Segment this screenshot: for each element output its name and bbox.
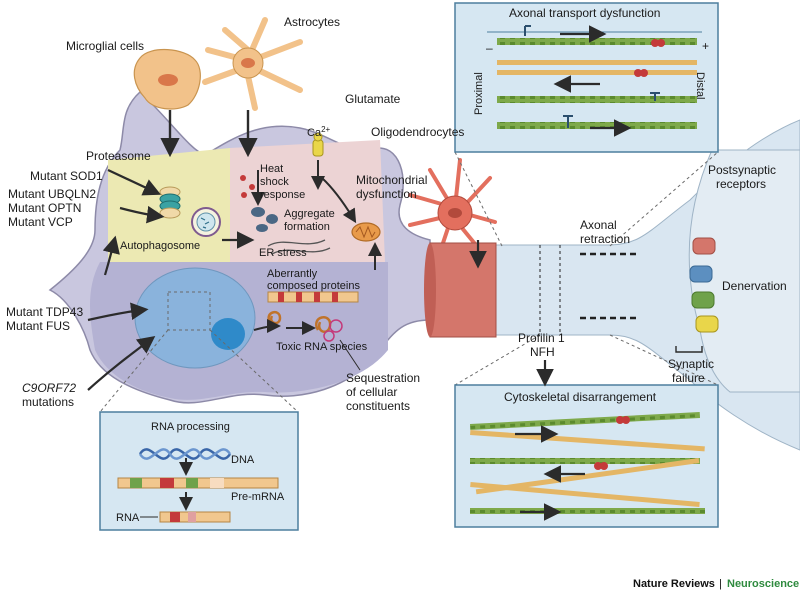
aggregate-icons [251, 207, 278, 232]
label-nfh: NFH [530, 345, 555, 359]
label-oligodendrocytes: Oligodendrocytes [371, 125, 464, 139]
zoom-line-6 [209, 329, 299, 413]
label-denervation: Denervation [722, 279, 787, 293]
label-mutant-optn: Mutant OPTN [8, 201, 81, 215]
label-toxic-rna: Toxic RNA species [276, 341, 368, 353]
label-rna-processing: RNA processing [151, 421, 230, 433]
label-rna: RNA [116, 512, 140, 524]
label-c9orf72: C9ORF72 [22, 381, 76, 395]
label-er-stress: ER stress [259, 247, 307, 259]
label-mutant-fus: Mutant FUS [6, 319, 70, 333]
credit-journal: Nature Reviews [633, 578, 715, 590]
c9orf72-arrow [87, 336, 156, 391]
label-c9-mutations: mutations [22, 395, 74, 409]
label-constituents: constituents [346, 399, 410, 413]
label-astrocytes: Astrocytes [284, 15, 340, 29]
label-retraction: retraction [580, 232, 630, 246]
label-minus: – [486, 41, 493, 55]
calcium-text: Ca [307, 127, 322, 139]
synaptic-failure-bracket [675, 346, 703, 353]
autophagosome-icon [191, 207, 221, 237]
label-dna: DNA [231, 454, 255, 466]
label-mutant-vcp: Mutant VCP [8, 215, 73, 229]
ubqln2-arrow [119, 205, 165, 224]
tdp43-up-arrow [102, 235, 120, 276]
label-heat: Heat [260, 163, 283, 175]
label-failure: failure [672, 371, 705, 385]
toxic-rna-icon [267, 310, 343, 342]
label-axonal-transport: Axonal transport dysfunction [509, 6, 660, 20]
astrocyte-cell [202, 17, 303, 111]
retraction-dashes [580, 252, 640, 320]
zoom-line-4 [609, 334, 719, 386]
label-composed-proteins: composed proteins [267, 280, 360, 292]
label-autophagosome: Autophagosome [120, 240, 200, 252]
label-aggregate: Aggregate [284, 208, 335, 220]
label-mutant-tdp43: Mutant TDP43 [6, 305, 83, 319]
mitochondrion-icon [351, 222, 381, 242]
cytoskeletal-box [454, 384, 719, 528]
calcium-superscript: 2+ [321, 125, 330, 134]
label-plus: + [702, 39, 709, 53]
label-postsynaptic: Postsynaptic [708, 163, 776, 177]
credit-field: Neuroscience [727, 578, 799, 590]
label-mutant-ubqln2: Mutant UBQLN2 [8, 187, 96, 201]
aberrant-protein-bar [267, 291, 359, 303]
er-stress-region [230, 140, 385, 262]
myelin-sheath [429, 242, 497, 338]
credit-separator: | [719, 578, 722, 590]
oligodendrocyte-cell [408, 158, 497, 254]
label-pre-mrna: Pre-mRNA [231, 491, 285, 503]
label-calcium: Ca2+ [307, 125, 331, 139]
label-profilin: Profilin 1 [518, 331, 565, 345]
label-of-cellular: of cellular [346, 385, 397, 399]
sod1-arrow [107, 169, 161, 196]
postsynaptic-receptors [689, 237, 719, 333]
glutamate-receptor-icon [312, 132, 324, 157]
label-synaptic: Synaptic [668, 357, 714, 371]
label-glutamate: Glutamate [345, 92, 401, 106]
label-proximal: Proximal [473, 72, 485, 115]
nucleolus [211, 318, 245, 350]
label-formation: formation [284, 221, 330, 233]
microglia-nucleus [158, 74, 178, 86]
nucleus-zoom-box [167, 291, 211, 331]
nucleus-rna-arrow [253, 319, 281, 334]
label-proteasome: Proteasome [86, 149, 151, 163]
label-dysfunction: dysfunction [356, 187, 417, 201]
label-aberrantly: Aberrantly [267, 268, 318, 280]
label-receptors: receptors [716, 177, 766, 191]
heat-shock-dots [240, 175, 255, 198]
zoom-line-3 [454, 334, 541, 386]
proteasome-icon [159, 186, 181, 219]
nucleus [134, 267, 256, 369]
myelin-edge [424, 243, 436, 337]
sequestration-leader [339, 339, 361, 371]
mito-arrow [321, 177, 357, 224]
label-sequestration: Sequestration [346, 371, 420, 385]
label-axonal: Axonal [580, 218, 617, 232]
tdp43-arrow [87, 302, 149, 322]
label-microglial: Microglial cells [66, 39, 144, 53]
axonal-transport-box [454, 2, 719, 153]
label-response: response [260, 189, 305, 201]
label-distal: Distal [694, 72, 706, 100]
label-cytoskeletal: Cytoskeletal disarrangement [504, 390, 657, 404]
label-shock: shock [260, 176, 289, 188]
er-icon [267, 239, 331, 255]
label-mutant-sod1: Mutant SOD1 [30, 169, 103, 183]
rna-processing-box [99, 411, 299, 531]
label-mitochondrial: Mitochondrial [356, 173, 427, 187]
